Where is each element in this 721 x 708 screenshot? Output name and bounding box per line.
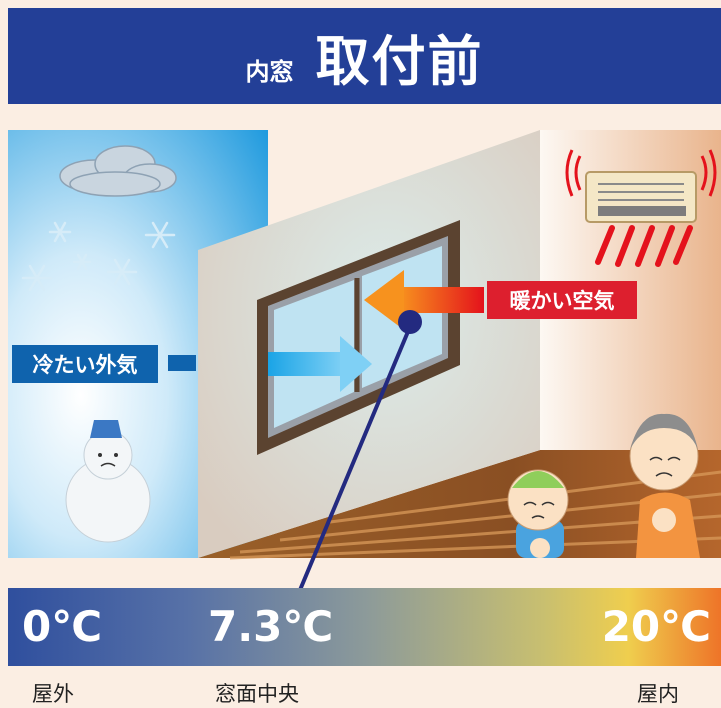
page-title: 取付前: [315, 29, 484, 93]
outdoor-caption: 屋外: [32, 682, 74, 706]
cloud-icon: [59, 145, 177, 197]
child-icon: [507, 469, 569, 558]
snowman-icon: [65, 420, 151, 543]
header-banner: 内窓 取付前: [8, 8, 721, 104]
grandmother-icon: [629, 413, 700, 558]
window-center-caption: 窓面中央: [215, 682, 299, 706]
air-conditioner-icon: [565, 149, 717, 267]
pointer-line: [298, 321, 414, 591]
indoor-temperature: 20℃: [601, 602, 711, 651]
measurement-point: [398, 310, 422, 334]
snowflake-icon: [21, 221, 176, 292]
window-center-temperature: 7.3℃: [208, 602, 334, 651]
cold-air-label: 冷たい外気: [12, 345, 158, 383]
warm-air-arrow: [364, 270, 484, 330]
cold-air-arrow: [268, 336, 372, 392]
temperature-gradient-bar: [8, 588, 721, 666]
outdoor-temperature: 0℃: [22, 602, 103, 651]
header-prefix: 内窓: [245, 57, 294, 86]
warm-air-label: 暖かい空気: [487, 281, 637, 319]
indoor-caption: 屋内: [637, 682, 679, 706]
